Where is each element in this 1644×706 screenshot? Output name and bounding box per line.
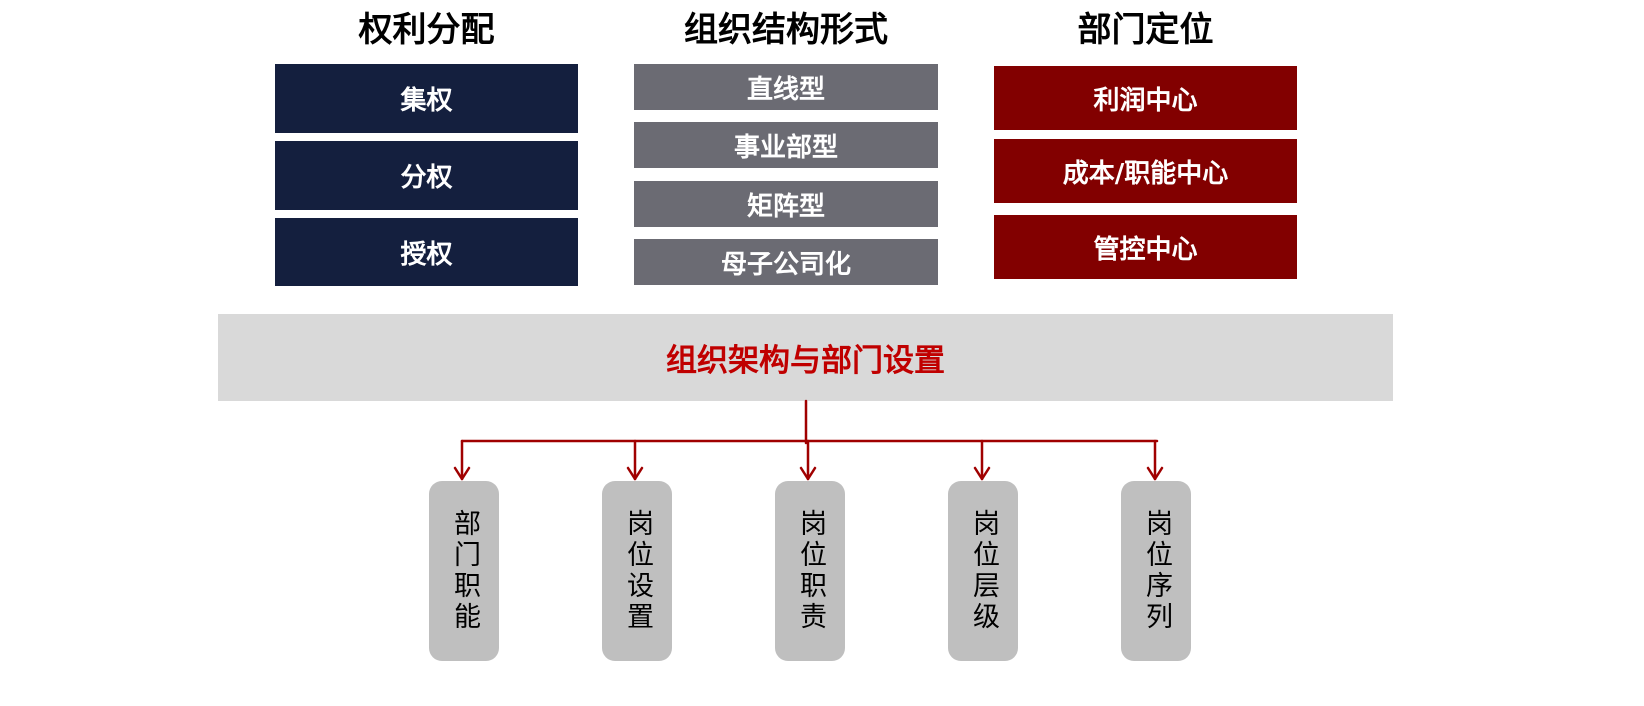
arrowhead-4 (973, 466, 991, 481)
column-title-department-positioning: 部门定位 (1077, 10, 1214, 50)
box-matrix-type: 矩阵型 (634, 181, 938, 227)
child-label: 部门职能 (449, 509, 480, 633)
child-label: 岗位层级 (968, 509, 999, 633)
box-cost-function-center: 成本/职能中心 (994, 139, 1297, 203)
child-department-function: 部门职能 (429, 481, 499, 661)
box-control-center: 管控中心 (994, 215, 1297, 279)
box-parent-subsidiary: 母子公司化 (634, 239, 938, 285)
child-label: 岗位序列 (1141, 509, 1172, 633)
box-line-type: 直线型 (634, 64, 938, 110)
child-position-duties: 岗位职责 (775, 481, 845, 661)
center-banner-label: 组织架构与部门设置 (666, 343, 945, 379)
child-position-levels: 岗位层级 (948, 481, 1018, 661)
arrowhead-1 (453, 466, 471, 481)
box-delegation: 授权 (275, 218, 578, 286)
child-position-sequence: 岗位序列 (1121, 481, 1191, 661)
box-centralization: 集权 (275, 64, 578, 133)
child-label: 岗位职责 (795, 509, 826, 633)
child-label: 岗位设置 (622, 509, 653, 633)
column-title-power-allocation: 权利分配 (358, 10, 495, 50)
box-decentralization: 分权 (275, 141, 578, 210)
arrowhead-5 (1146, 466, 1164, 481)
center-banner: 组织架构与部门设置 (218, 314, 1393, 401)
box-division-type: 事业部型 (634, 122, 938, 168)
arrowhead-2 (626, 466, 644, 481)
arrowhead-3 (799, 466, 817, 481)
child-position-setup: 岗位设置 (602, 481, 672, 661)
column-title-org-structure: 组织结构形式 (684, 10, 888, 50)
box-profit-center: 利润中心 (994, 66, 1297, 130)
